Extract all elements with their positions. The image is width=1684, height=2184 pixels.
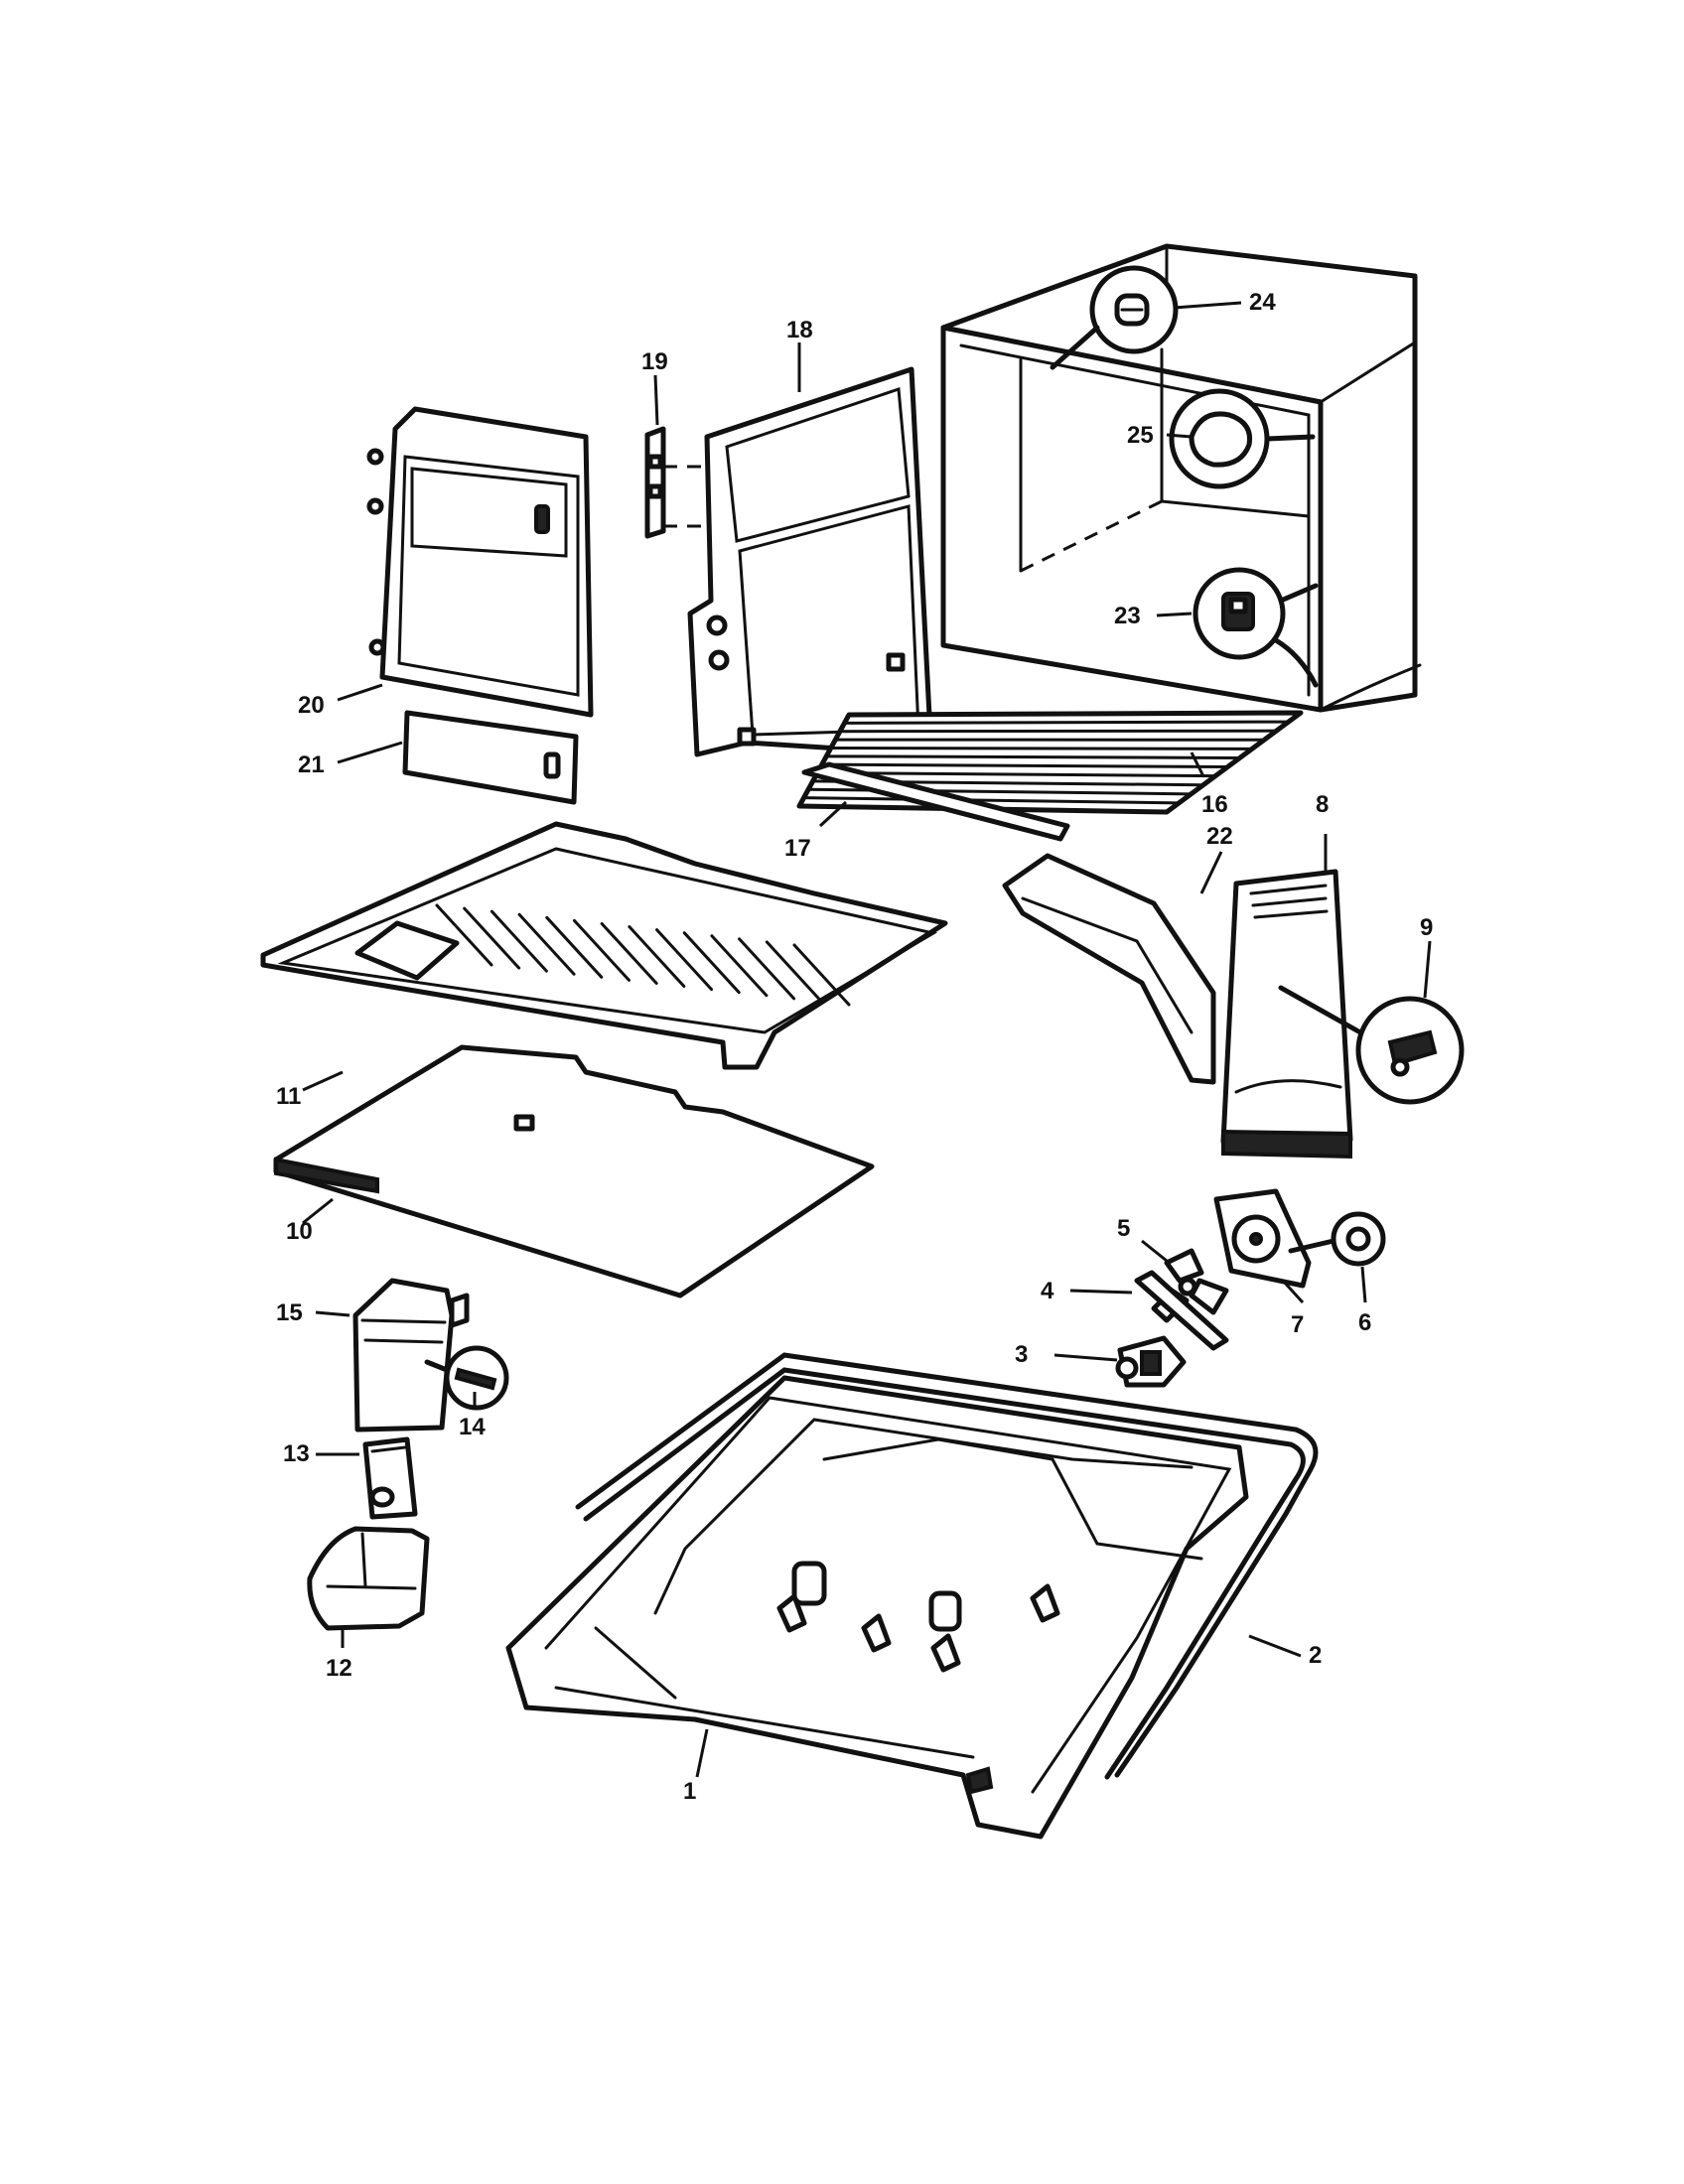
part-24-light-bulb (1050, 265, 1179, 370)
cabinet-interior (940, 243, 1422, 713)
shelf-wire (847, 711, 1303, 717)
part-25-light-shield (1169, 388, 1316, 489)
part-22-air-duct (1002, 853, 1216, 1085)
callout-10: 10 (286, 1218, 313, 1245)
part-10-insulation-board (273, 1044, 875, 1298)
callout-15: 15 (276, 1299, 303, 1326)
callout-23: 23 (1114, 603, 1141, 629)
part-8-evaporator-cover (1220, 869, 1353, 1160)
shelf-wire (842, 720, 1291, 725)
callout-9: 9 (1420, 914, 1433, 941)
part-20-door-panel (366, 406, 594, 718)
part-11-freezer-tray (260, 821, 948, 1070)
callout-8: 8 (1316, 791, 1329, 818)
callout-22: 22 (1206, 823, 1233, 850)
callout-14: 14 (459, 1414, 486, 1440)
callout-17: 17 (784, 835, 811, 862)
shelf-wire (838, 729, 1278, 734)
callout-11: 11 (276, 1083, 301, 1110)
callout-4: 4 (1041, 1278, 1054, 1304)
shelf-wire (820, 762, 1229, 769)
shelf-wire (829, 746, 1254, 751)
callout-16: 16 (1201, 791, 1228, 818)
part-21-nameplate (402, 710, 579, 805)
callout-25: 25 (1127, 422, 1154, 449)
part-2-gasket (575, 1352, 1319, 1780)
part-17-shelf-rail (801, 761, 1070, 842)
tray-rib (463, 906, 521, 970)
tray-rib (600, 921, 658, 985)
shelf-wire (824, 754, 1242, 759)
tray-rib (517, 912, 576, 976)
callout-leaders (302, 301, 1432, 1778)
tray-rib (435, 903, 493, 967)
tray-rib (765, 940, 823, 1004)
callout-20: 20 (298, 692, 325, 719)
callout-24: 24 (1249, 289, 1276, 316)
part-13-clip-plate (362, 1436, 418, 1520)
part-4-motor-bracket (1134, 1270, 1229, 1351)
callout-18: 18 (786, 317, 813, 343)
part-15-ice-bin-housing (352, 1278, 470, 1433)
tray-rib (682, 931, 741, 995)
callout-2: 2 (1309, 1642, 1322, 1669)
callout-6: 6 (1358, 1309, 1371, 1336)
part-14-spring (424, 1345, 509, 1411)
callout-3: 3 (1015, 1341, 1028, 1368)
part-1-base-liner (505, 1375, 1249, 1840)
tray-rib (738, 937, 796, 1001)
part-18-freezer-door (687, 366, 934, 757)
callout-13: 13 (283, 1440, 310, 1467)
callout-labels: 24 25 23 18 19 20 21 16 17 22 8 9 11 10 … (276, 289, 1433, 1805)
part-7-fan-bracket (1213, 1188, 1312, 1289)
tray-rib (792, 943, 851, 1007)
callout-21: 21 (298, 751, 325, 778)
part-9-fan-component (1278, 985, 1465, 1105)
tray-rib (655, 928, 714, 992)
shelf-wire (815, 771, 1217, 778)
tray-rib (710, 934, 769, 998)
callout-5: 5 (1117, 1215, 1130, 1242)
callout-12: 12 (326, 1655, 352, 1682)
tray-rib (572, 918, 631, 982)
shelf-wire (802, 796, 1181, 805)
tray-rib (490, 909, 548, 973)
part-3-fan-motor (1115, 1335, 1187, 1388)
callout-7: 7 (1291, 1311, 1304, 1338)
part-19-hinge-bracket (644, 426, 707, 539)
tray-rib (628, 925, 686, 989)
callout-1: 1 (683, 1778, 696, 1805)
callout-19: 19 (641, 348, 668, 375)
part-12-ice-bucket (307, 1526, 430, 1631)
part-6-grommet (1288, 1211, 1386, 1267)
tray-rib (545, 915, 604, 979)
part-23-control-switch (1193, 567, 1319, 688)
